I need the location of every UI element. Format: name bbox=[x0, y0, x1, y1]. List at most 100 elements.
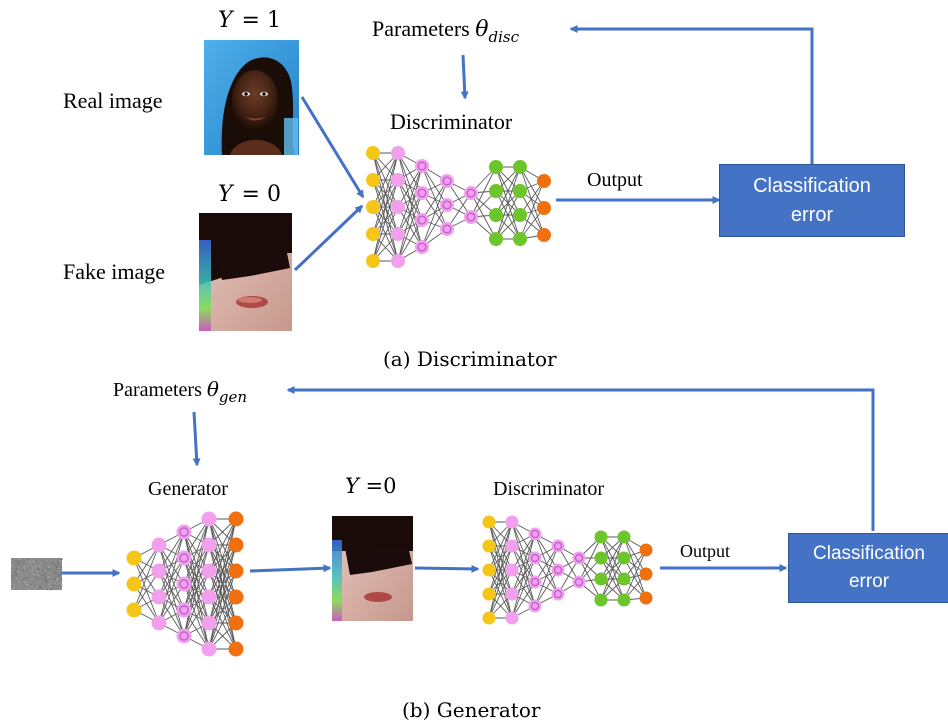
noise-speck bbox=[48, 583, 51, 586]
noise-speck bbox=[46, 577, 49, 580]
noise-speck bbox=[11, 581, 13, 583]
hidden-node bbox=[415, 159, 429, 173]
network-edge bbox=[133, 570, 160, 611]
hidden-node-ring bbox=[442, 200, 452, 210]
noise-speck bbox=[14, 571, 16, 573]
noise-speck bbox=[60, 571, 62, 574]
noise-speck bbox=[44, 566, 47, 569]
hidden-node-ring bbox=[179, 631, 189, 641]
hidden-node bbox=[201, 615, 217, 631]
network-edge bbox=[519, 166, 545, 209]
noise-speck bbox=[55, 566, 58, 568]
network-edge bbox=[421, 165, 448, 230]
noise-speck bbox=[15, 573, 18, 575]
noise-speck bbox=[22, 578, 25, 581]
network-edge bbox=[557, 557, 580, 595]
network-edge bbox=[133, 544, 160, 585]
output-node bbox=[537, 201, 551, 215]
hidden-node bbox=[464, 186, 478, 200]
hidden-node bbox=[391, 173, 405, 187]
noise-speck bbox=[31, 569, 34, 572]
noise-speck bbox=[19, 586, 21, 589]
network-edge bbox=[397, 219, 423, 262]
noise-speck bbox=[39, 564, 42, 567]
noise-speck bbox=[52, 563, 55, 566]
noise-speck bbox=[47, 567, 49, 570]
noise-speck bbox=[12, 568, 14, 570]
hidden-node-ring bbox=[553, 541, 563, 551]
hidden-node bbox=[572, 575, 586, 589]
noise-speck bbox=[15, 558, 17, 561]
hidden-node bbox=[176, 550, 192, 566]
noise-speck bbox=[55, 587, 57, 589]
noise-speck bbox=[49, 564, 51, 567]
network-edge bbox=[158, 531, 185, 624]
network-edge bbox=[158, 531, 185, 598]
network-edge bbox=[183, 518, 210, 559]
noise-speck bbox=[12, 574, 14, 577]
noise-speck bbox=[57, 577, 60, 580]
network-edge bbox=[488, 545, 513, 619]
input-node bbox=[482, 587, 496, 601]
noise-speck bbox=[23, 561, 25, 564]
noise-speck bbox=[31, 585, 34, 588]
network-edge bbox=[488, 521, 513, 595]
noise-speck bbox=[19, 582, 22, 585]
hidden-node-ring bbox=[530, 601, 540, 611]
network-edge bbox=[397, 165, 423, 208]
network-edge bbox=[372, 152, 399, 208]
noise-speck bbox=[11, 577, 13, 579]
noise-speck bbox=[60, 558, 63, 560]
noise-speck bbox=[22, 570, 24, 572]
dense-node bbox=[617, 593, 631, 607]
hidden-node-ring bbox=[179, 605, 189, 615]
output-node bbox=[228, 589, 244, 605]
noise-speck bbox=[35, 586, 38, 588]
noise-speck bbox=[22, 567, 24, 569]
noise-speck bbox=[17, 567, 19, 570]
noise-speck bbox=[17, 585, 19, 588]
dense-node bbox=[594, 551, 608, 565]
noise-speck bbox=[13, 569, 16, 571]
noise-speck bbox=[50, 566, 52, 569]
noise-speck bbox=[57, 563, 59, 565]
network-edge bbox=[208, 518, 237, 624]
noise-speck bbox=[31, 579, 34, 581]
noise-speck bbox=[19, 558, 21, 560]
noise-speck bbox=[30, 584, 33, 586]
arrow-error-feedback-gen bbox=[286, 386, 875, 531]
network-edge bbox=[470, 166, 497, 218]
hidden-node-ring bbox=[530, 529, 540, 539]
noise-speck bbox=[39, 573, 41, 575]
network-edge bbox=[495, 166, 521, 240]
output-node bbox=[639, 567, 653, 581]
params-disc-label: Parameters θdisc bbox=[372, 16, 519, 46]
noise-speck bbox=[26, 583, 29, 586]
network-edge bbox=[623, 536, 647, 599]
network-edge bbox=[397, 165, 423, 262]
noise-speck bbox=[56, 575, 58, 577]
noise-speck bbox=[47, 576, 49, 578]
network-edge bbox=[623, 549, 647, 601]
noise-speck bbox=[58, 558, 61, 560]
network-edge bbox=[208, 518, 237, 598]
hidden-node-ring bbox=[417, 188, 427, 198]
network-edge bbox=[534, 545, 559, 607]
noise-speck bbox=[59, 573, 61, 576]
noise-speck bbox=[31, 573, 34, 575]
network-edge bbox=[372, 152, 399, 262]
noise-speck bbox=[51, 562, 53, 564]
noise-speck bbox=[60, 578, 63, 580]
noise-speck bbox=[42, 569, 45, 572]
noise-speck bbox=[40, 562, 42, 564]
input-node bbox=[482, 563, 496, 577]
dense-node bbox=[594, 530, 608, 544]
network-edge bbox=[372, 206, 399, 262]
network-edge bbox=[183, 518, 210, 611]
hidden-node bbox=[391, 254, 405, 268]
noise-speck bbox=[18, 562, 20, 565]
output-label-b: Output bbox=[680, 541, 731, 561]
noise-speck bbox=[48, 572, 50, 574]
hidden-node bbox=[551, 587, 565, 601]
noise-speck bbox=[59, 582, 61, 585]
